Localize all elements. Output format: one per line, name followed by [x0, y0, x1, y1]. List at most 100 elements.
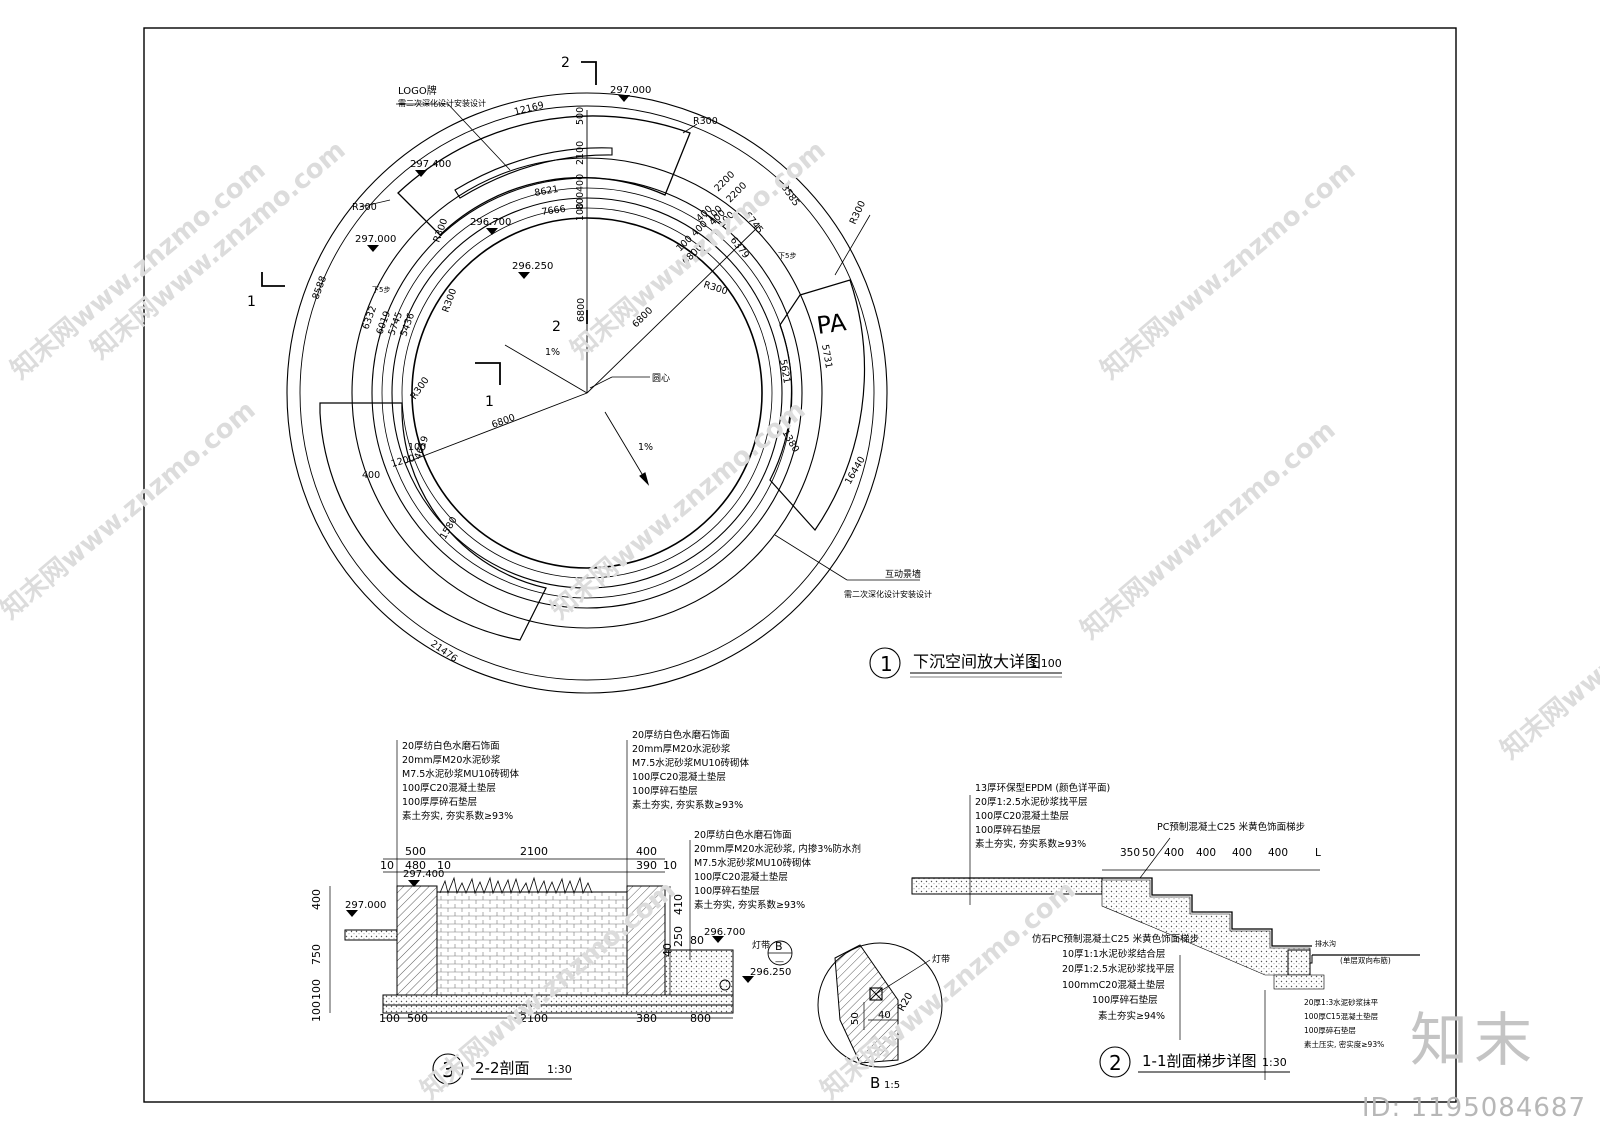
s22-title-circle — [432, 1053, 464, 1085]
plan-title-num: 1 — [880, 652, 893, 676]
detail-b-circle — [817, 942, 943, 1068]
slope-1-b: 1% — [638, 442, 653, 453]
s11-note-b-4: 100厚碎石垫层 — [1092, 994, 1158, 1006]
s22-note-r-0: 20厚纺白色水磨石饰面 — [694, 829, 792, 841]
wall-note-1: 互动景墙 — [885, 568, 921, 580]
s11-pc-note: PC预制混凝土C25 米黄色饰面梯步 — [1157, 821, 1305, 833]
s11-dim-400d: 400 — [1268, 847, 1288, 859]
elevation-markers — [367, 95, 630, 279]
detail-b-stone — [834, 944, 899, 1064]
s22-note-l-1: 20mm厚M20水泥砂浆 — [402, 754, 501, 766]
s22-title-num: 3 — [442, 1058, 455, 1082]
left-paving — [344, 929, 398, 941]
dim-12169: 12169 — [513, 100, 545, 118]
s22-top-500: 500 — [405, 845, 426, 858]
s11-note-b-5: 素土夯实≥94% — [1098, 1010, 1165, 1022]
base-gravel — [382, 1004, 734, 1014]
section11-dims: 350 50 400 400 400 400 L — [1120, 847, 1321, 859]
dim-500: 500 — [575, 107, 586, 125]
watermark-10: 知末网www.znzmo.com — [1495, 535, 1600, 765]
callout-b-sub: — — [775, 957, 784, 967]
s22-note-r-5: 素土夯实, 夯实系数≥93% — [694, 899, 805, 911]
s22-top-2100: 2100 — [520, 845, 548, 858]
s22-bot-380: 380 — [636, 1012, 657, 1025]
right-paving — [664, 949, 734, 996]
detail-b-scale: 1:5 — [884, 1080, 900, 1091]
s11-title: 1-1剖面梯步详图 — [1142, 1052, 1257, 1070]
detail-b-dim-50: 50 — [850, 1012, 861, 1025]
drawing-frame — [143, 27, 1457, 1103]
dim-21476: 21476 — [428, 638, 459, 664]
elev-296700: 296.700 — [470, 217, 511, 228]
logo-note-1: LOGO牌 — [398, 84, 437, 97]
section22-notes: 20厚纺白色水磨石饰面 20mm厚M20水泥砂浆 M7.5水泥砂浆MU10砖砌体… — [402, 729, 861, 911]
s22-elev-297400: 297.400 — [403, 869, 444, 880]
plan-scale: 1:100 — [1030, 657, 1062, 670]
s11-drain-note: 排水沟 — [1315, 939, 1336, 948]
s22-note-r-1: 20mm厚M20水泥砂浆, 内掺3%防水剂 — [694, 843, 861, 855]
s22-left-100a: 100 — [310, 979, 323, 1000]
s22-left-100b: 100 — [310, 1001, 323, 1022]
s22-note-l-4: 100厚厚碎石垫层 — [402, 796, 477, 808]
dim-7666: 7666 — [541, 204, 566, 218]
s11-note-t-2: 100厚C20混凝土垫层 — [975, 810, 1069, 822]
dim-r300-b: R300 — [352, 202, 377, 213]
s22-note-r-2: M7.5水泥砂浆MU10砖砌体 — [694, 857, 812, 869]
section-2-2 — [329, 740, 793, 1019]
detail-b-title: B — [870, 1074, 880, 1092]
plan-title-circle — [869, 647, 901, 679]
s22-note-m-1: 20mm厚M20水泥砂浆 — [632, 743, 731, 755]
s11-dim-L: L — [1315, 847, 1321, 859]
s22-elev-297000: 297.000 — [345, 900, 386, 911]
dim-800: 800 — [575, 192, 586, 210]
slope-1-a: 1% — [545, 347, 560, 358]
s22-note-l-5: 素土夯实, 夯实系数≥93% — [402, 810, 513, 822]
s11-note-t-3: 100厚碎石垫层 — [975, 824, 1041, 836]
sec-mark-2-top: 2 — [561, 55, 570, 71]
dim-2100: 2100 — [575, 141, 586, 165]
detail-b-dim-40: 40 — [878, 1010, 891, 1021]
s22-note-r-3: 100厚C20混凝土垫层 — [694, 871, 788, 883]
elev-297400: 297.400 — [410, 159, 451, 170]
s22-top-480: 480 — [405, 859, 426, 872]
s22-note-m-4: 100厚碎石垫层 — [632, 785, 698, 797]
wall-note-2: 需二次深化设计安装设计 — [844, 589, 932, 599]
dim-8588: 8588 — [310, 275, 329, 301]
s11-dim-400a: 400 — [1164, 847, 1184, 859]
id-text: ID: 1195084687 — [1361, 1093, 1586, 1123]
s22-bot-2100: 2100 — [520, 1012, 548, 1025]
s22-right-40: 40 — [661, 943, 674, 957]
logo-note-2: 需二次深化设计安装设计 — [398, 98, 486, 108]
section22-dims: 500 2100 400 10 480 10 390 10 100 500 21… — [310, 845, 711, 1025]
stair-treads — [1102, 877, 1312, 947]
s11-note-b-2: 20厚1:2.5水泥砂浆找平层 — [1062, 963, 1174, 975]
s11-note-b-1: 10厚1:1水泥砂浆结合层 — [1062, 948, 1165, 960]
s11-note-t-0: 13厚环保型EPDM (颜色详平面) — [975, 782, 1110, 794]
s11-dim-50: 50 — [1142, 847, 1155, 859]
s22-note-m-3: 100厚C20混凝土垫层 — [632, 771, 726, 783]
s22-scale: 1:30 — [547, 1063, 572, 1076]
s22-bot-800: 800 — [690, 1012, 711, 1025]
dim-400-l: 400 — [362, 470, 380, 481]
elev-297000-top: 297.000 — [610, 85, 651, 96]
dim-r300-f: R300 — [440, 287, 459, 314]
s11-title-num: 2 — [1109, 1051, 1122, 1075]
section-marks — [261, 61, 597, 385]
s22-note-r-4: 100厚碎石垫层 — [694, 885, 760, 897]
s22-note-l-3: 100厚C20混凝土垫层 — [402, 782, 496, 794]
s11-dim-400c: 400 — [1232, 847, 1252, 859]
sec22-elev-markers — [346, 880, 754, 983]
s22-top-10b: 10 — [437, 859, 451, 872]
detail-b-lamp — [869, 987, 883, 1001]
sec-mark-2-center: 2 — [552, 319, 561, 335]
s22-note-m-2: M7.5水泥砂浆MU10砖砌体 — [632, 757, 750, 769]
s11-note-b-0: 仿石PC预制混凝土C25 米黄色饰面梯步 — [1032, 933, 1199, 945]
outer-ring-2 — [299, 105, 875, 681]
s11-dim-400b: 400 — [1196, 847, 1216, 859]
watermark-3: 知末网www.znzmo.com — [565, 135, 831, 365]
s11-note-r-1: 100厚C15混凝土垫层 — [1304, 1011, 1379, 1021]
s11-drain-note2: (单层双向布筋) — [1340, 955, 1391, 965]
s11-note-r-0: 20厚1:3水泥砂浆抹平 — [1304, 997, 1379, 1007]
sec-mark-1-left: 1 — [247, 294, 256, 310]
s22-lamp: 灯带 — [752, 940, 770, 951]
